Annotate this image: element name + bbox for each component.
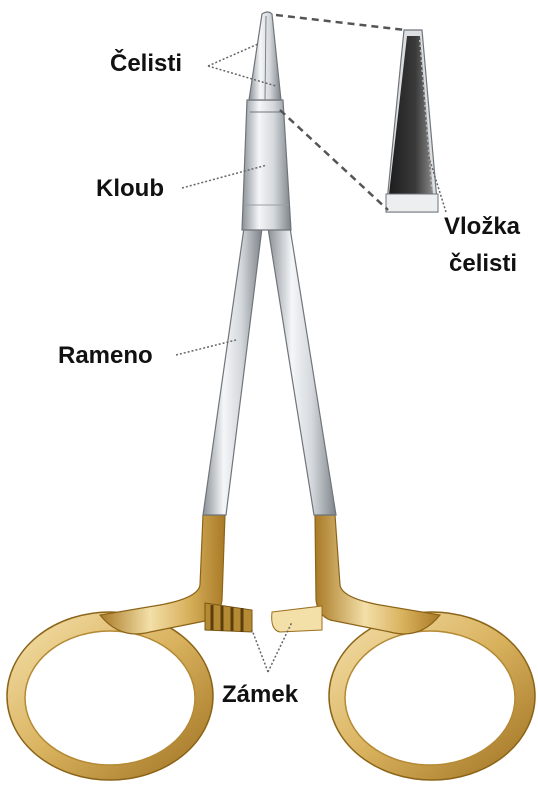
label-jaw-insert-line1: Vložka xyxy=(444,212,520,242)
right-arm xyxy=(268,228,336,515)
jaws xyxy=(249,12,281,100)
label-joint: Kloub xyxy=(96,174,164,204)
ratchet-lock xyxy=(205,603,322,632)
jaw-insert-closeup xyxy=(386,30,438,212)
label-jaw-insert-line2: čelisti xyxy=(449,249,517,279)
label-jaws: Čelisti xyxy=(110,49,182,79)
label-lock: Zámek xyxy=(222,680,298,710)
label-arm: Rameno xyxy=(58,341,153,371)
left-finger-ring xyxy=(7,612,213,780)
right-finger-ring xyxy=(329,612,535,780)
left-arm xyxy=(203,228,262,515)
zoom-connector-lines xyxy=(276,15,405,210)
box-joint xyxy=(242,100,291,230)
right-gold-shank xyxy=(315,515,440,634)
